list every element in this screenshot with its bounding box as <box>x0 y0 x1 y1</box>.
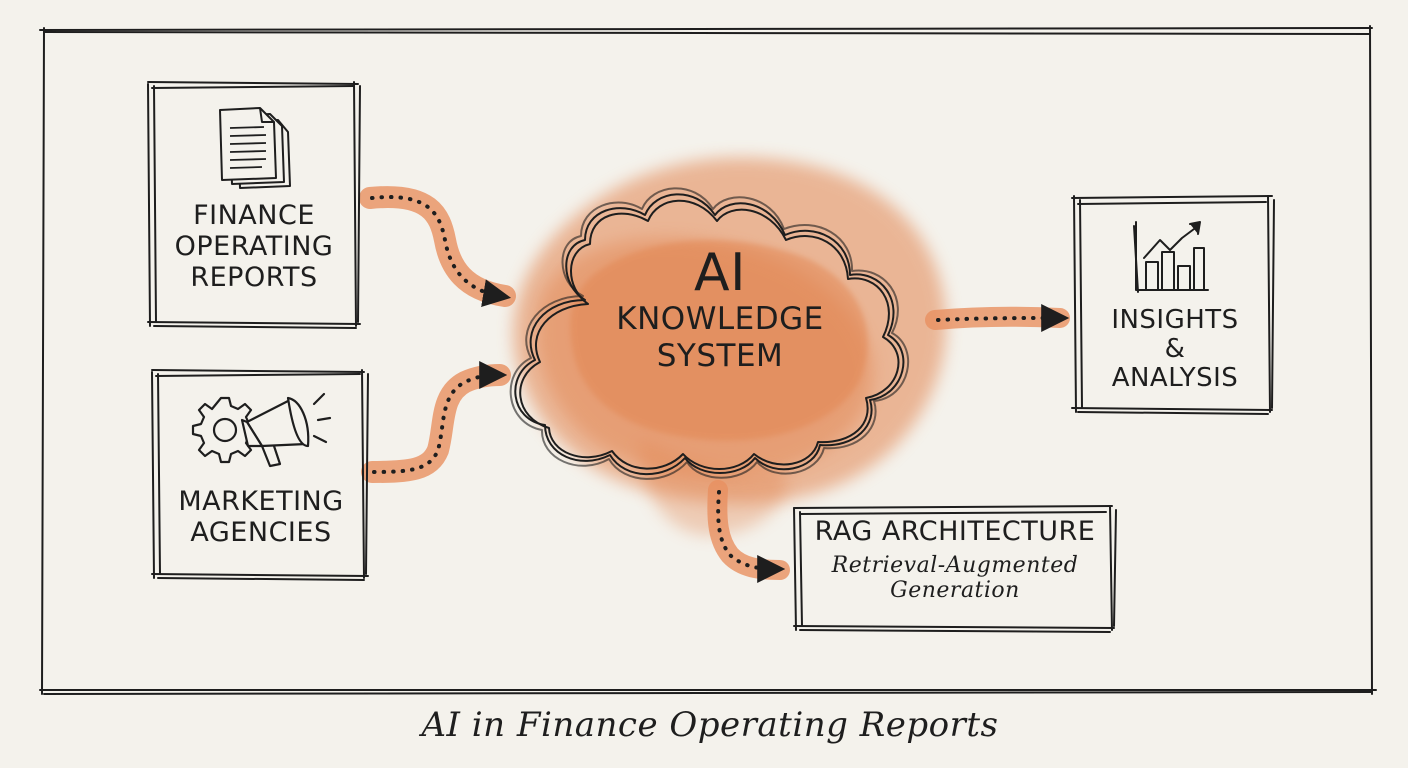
finance-box-frame <box>147 81 361 329</box>
insights-line-2: & <box>1164 334 1186 365</box>
gear-megaphone-icon <box>191 392 332 468</box>
rag-box-frame <box>793 505 1117 633</box>
finance-line-3: REPORTS <box>190 262 318 294</box>
ai-line-3: SYSTEM <box>656 337 784 374</box>
outer-frame <box>39 25 1377 695</box>
marketing-box-frame <box>151 369 369 581</box>
finance-line-2: OPERATING <box>174 231 334 263</box>
documents-icon <box>219 107 291 189</box>
diagram-caption: AI in Finance Operating Reports <box>421 705 999 745</box>
finance-line-1: FINANCE <box>193 200 315 231</box>
marketing-line-1: MARKETING <box>178 486 344 517</box>
insights-line-1: INSIGHTS <box>1111 305 1239 335</box>
dotted-arrows <box>370 195 1070 583</box>
rag-label: RAG ARCHITECTURE Retrieval-Augmented Gen… <box>800 516 1110 604</box>
marketing-agencies-label: MARKETING AGENCIES <box>156 486 366 548</box>
ai-knowledge-cloud <box>509 187 910 480</box>
rag-subtitle-2: Generation <box>890 578 1020 604</box>
insights-box-frame <box>1071 195 1275 415</box>
arrow-ai-to-rag <box>716 490 786 583</box>
ai-line-1: AI <box>694 243 746 303</box>
insights-label: INSIGHTS & ANALYSIS <box>1080 305 1270 394</box>
insights-line-3: ANALYSIS <box>1111 363 1239 394</box>
ai-line-2: KNOWLEDGE <box>616 300 824 337</box>
bar-chart-trend-icon <box>1133 221 1209 293</box>
arrow-finance-to-ai <box>370 195 512 307</box>
rag-title: RAG ARCHITECTURE <box>814 516 1096 547</box>
rag-subtitle-1: Retrieval-Augmented <box>831 553 1079 579</box>
ai-knowledge-label: AI KNOWLEDGE SYSTEM <box>580 246 860 375</box>
finance-reports-label: FINANCE OPERATING REPORTS <box>152 200 356 293</box>
marketing-line-2: AGENCIES <box>190 517 332 549</box>
